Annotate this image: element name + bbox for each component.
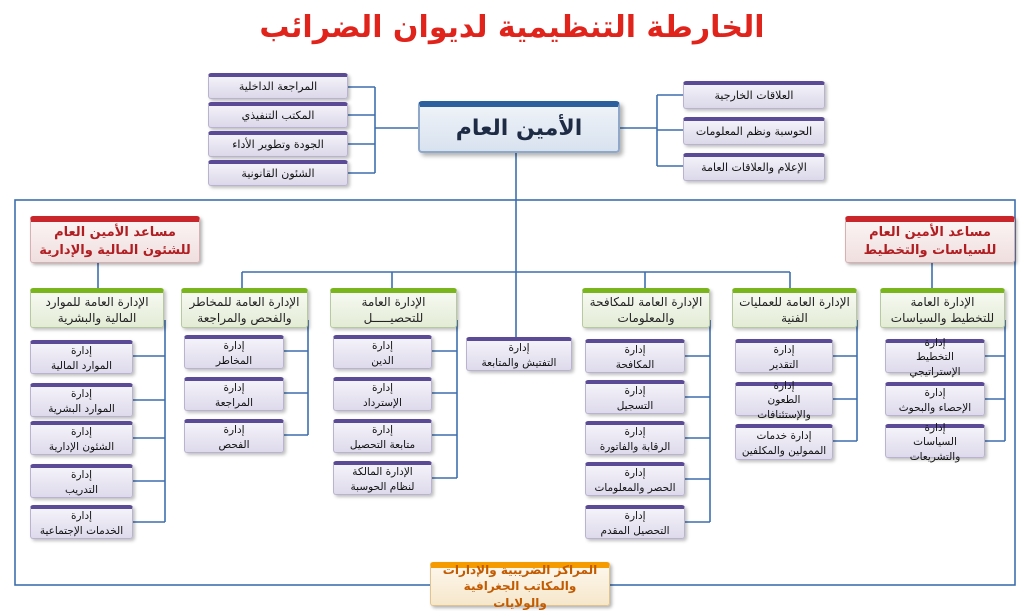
gd-collection-box: الإدارة العامة للتحصيـــــل bbox=[330, 288, 457, 328]
gd-technical-ops-box: الإدارة العامة للعمليات الفنية bbox=[732, 288, 857, 328]
legal-affairs-box: الشئون القانونية bbox=[208, 160, 348, 186]
gd-anti-evasion-box: الإدارة العامة للمكافحة والمعلومات bbox=[582, 288, 710, 328]
external-relations-box: العلاقات الخارجية bbox=[683, 81, 825, 109]
gd-planning-box: الإدارة العامة للتخطيط والسياسات bbox=[880, 288, 1005, 328]
secretary-general-box: الأمين العام bbox=[418, 101, 620, 153]
media-box: الإعلام والعلاقات العامة bbox=[683, 153, 825, 181]
gd-finance-hr-box: الإدارة العامة للموارد المالية والبشرية bbox=[30, 288, 164, 328]
internal-audit-box: المراجعة الداخلية bbox=[208, 73, 348, 99]
assistant-financial-admin-box: مساعد الأمين العام للشئون المالية والإدا… bbox=[30, 216, 200, 263]
chart-title: الخارطة التنظيمية لديوان الضرائب bbox=[259, 10, 765, 45]
tax-centers-box: المراكز الضريبية والإدارات والمكاتب الجغ… bbox=[430, 562, 610, 610]
executive-office-box: المكتب التنفيذي bbox=[208, 102, 348, 128]
quality-box: الجودة وتطوير الأداء bbox=[208, 131, 348, 157]
computing-box: الحوسبة ونظم المعلومات bbox=[683, 117, 825, 145]
assistant-policy-planning-box: مساعد الأمين العام للسياسات والتخطيط bbox=[845, 216, 1015, 263]
gd-risk-box: الإدارة العامة للمخاطر والفحص والمراجعة bbox=[181, 288, 308, 328]
